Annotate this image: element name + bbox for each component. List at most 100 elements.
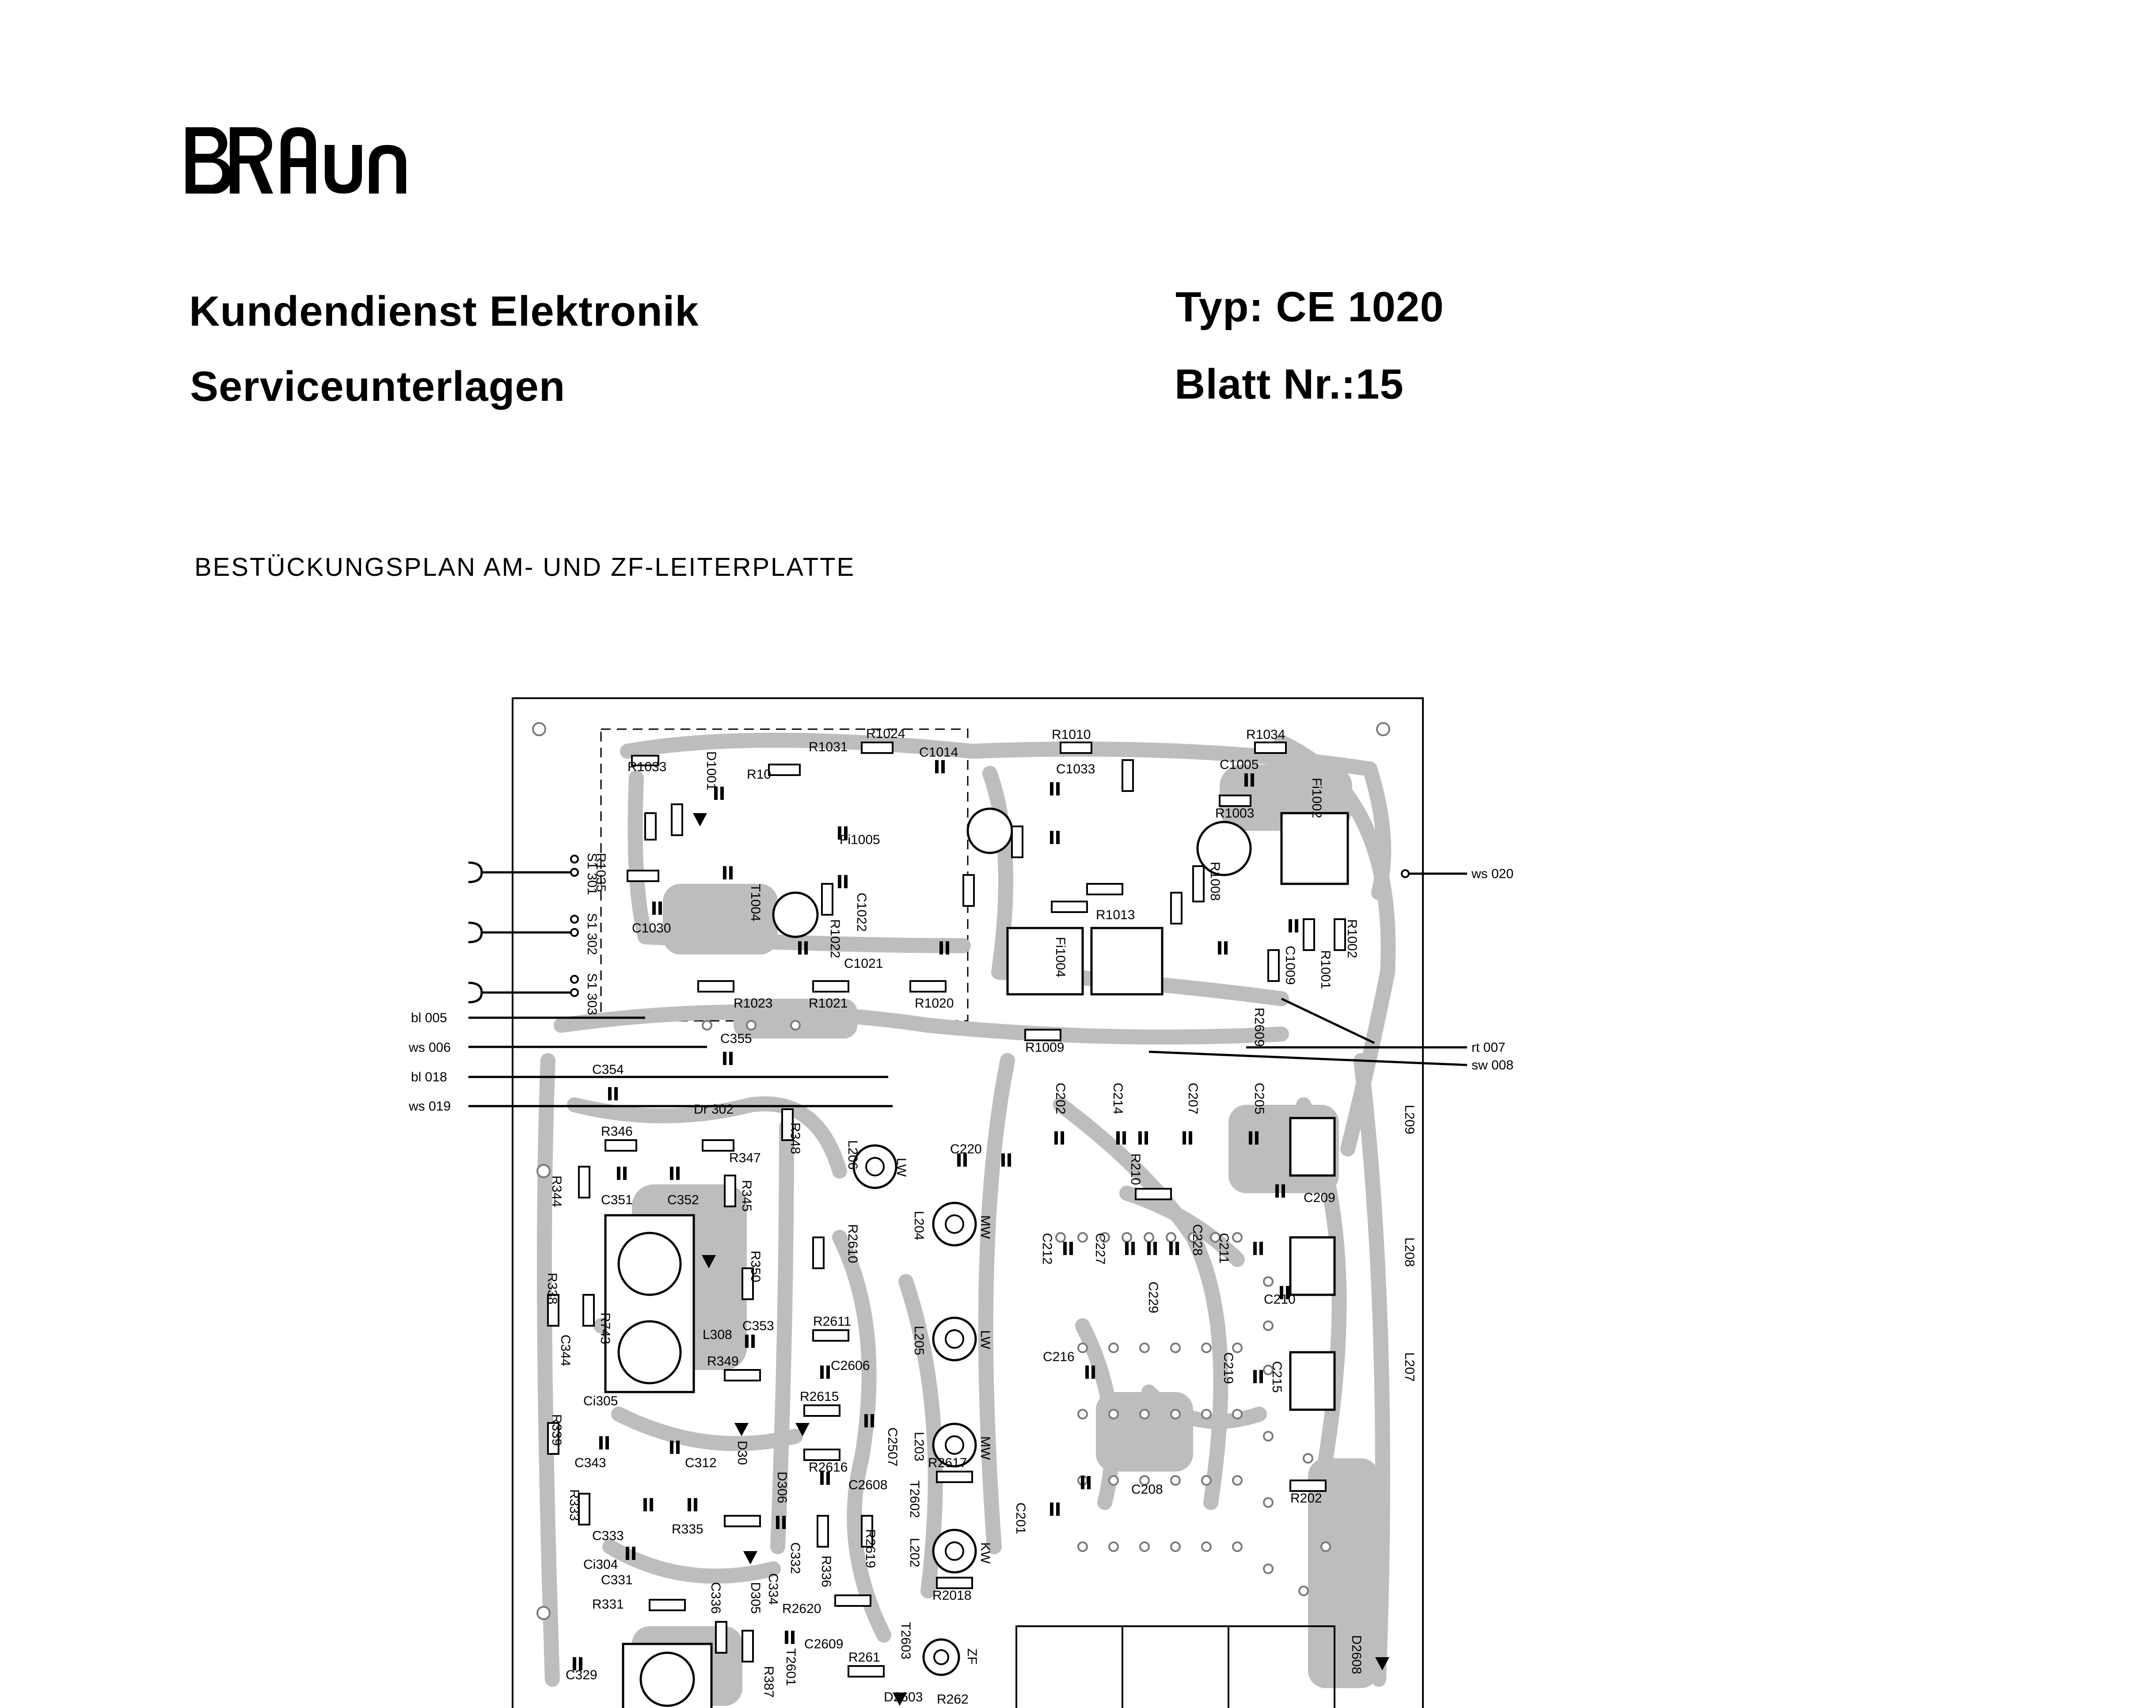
- component-label: R10: [747, 767, 771, 782]
- document-subtitle: Serviceunterlagen: [190, 363, 566, 410]
- component-label: R338: [545, 1273, 559, 1305]
- component-label: R2616: [809, 1460, 848, 1475]
- component-label: R336: [819, 1556, 833, 1587]
- switch-label: S1 301: [585, 853, 599, 895]
- component-label: R350: [748, 1251, 763, 1282]
- component-label: C201: [1013, 1503, 1028, 1534]
- component-label: C2609: [804, 1637, 843, 1651]
- component-label: D1001: [704, 751, 719, 790]
- component-label: R333: [567, 1489, 582, 1521]
- component-label: C1014: [919, 745, 958, 760]
- department-title: Kundendienst Elektronik: [189, 288, 699, 335]
- component-label: R2615: [800, 1389, 839, 1404]
- component-label: T1004: [748, 884, 763, 921]
- component-label: R210: [1128, 1153, 1143, 1185]
- component-label: C355: [720, 1031, 752, 1046]
- component-label: R1002: [1345, 919, 1359, 958]
- component-label: C202: [1053, 1083, 1068, 1115]
- component-label: C1009: [1283, 946, 1297, 985]
- component-label: L204: [912, 1211, 926, 1240]
- component-label: R1008: [1208, 862, 1222, 901]
- component-label: C1021: [844, 956, 883, 971]
- component-label: L202: [907, 1538, 922, 1567]
- component-label: C329: [566, 1668, 597, 1682]
- component-label: R1010: [1052, 727, 1091, 742]
- component-label: R344: [549, 1175, 564, 1207]
- component-label: R1021: [809, 996, 848, 1011]
- component-label: C351: [601, 1193, 633, 1207]
- component-label: C214: [1110, 1083, 1125, 1115]
- component-label: R2611: [813, 1314, 851, 1329]
- connector-pins: [570, 855, 1410, 997]
- component-label: R743: [598, 1312, 612, 1344]
- plan-title: BESTÜCKUNGSPLAN AM- UND ZF-LEITERPLATTE: [194, 553, 856, 582]
- component-label: C336: [708, 1582, 723, 1614]
- component-label: C344: [558, 1335, 573, 1366]
- diodes: [693, 813, 1389, 1706]
- component-label: D305: [748, 1582, 763, 1614]
- component-label: R1024: [866, 727, 905, 741]
- component-label: C331: [601, 1573, 633, 1587]
- component-label: R1023: [734, 996, 772, 1011]
- component-label: C334: [766, 1573, 780, 1605]
- component-label: R1034: [1246, 727, 1285, 742]
- component-label: C219: [1221, 1352, 1236, 1384]
- component-label: D30: [735, 1441, 749, 1465]
- component-label: C228: [1190, 1224, 1205, 1256]
- component-label: R1020: [915, 996, 954, 1011]
- wire-label-bl018: bl 018: [411, 1070, 447, 1084]
- component-label: C212: [1040, 1233, 1054, 1265]
- component-label: R2610: [845, 1224, 860, 1263]
- component-label: C333: [592, 1529, 624, 1543]
- capacitors: [573, 760, 1298, 1670]
- component-label: C332: [788, 1542, 802, 1574]
- component-label: C227: [1093, 1233, 1107, 1265]
- component-label: C229: [1146, 1282, 1160, 1313]
- component-label: L205: [912, 1326, 926, 1355]
- component-label: R347: [729, 1151, 761, 1165]
- component-label: L203: [912, 1432, 926, 1461]
- component-label: C1030: [632, 921, 671, 936]
- sheet-number: Blatt Nr.:15: [1175, 361, 1404, 408]
- wire-label-ws020: ws 020: [1471, 867, 1513, 881]
- wire-label-bl005: bl 005: [411, 1011, 447, 1025]
- component-label: C312: [685, 1456, 717, 1470]
- component-label: C352: [667, 1193, 699, 1207]
- component-label: C353: [742, 1319, 774, 1333]
- coil-label: LW: [978, 1330, 992, 1349]
- component-label: R331: [592, 1597, 624, 1612]
- component-label: R262: [937, 1692, 969, 1707]
- component-label: R1003: [1215, 806, 1254, 821]
- wire-label-rt007: rt 007: [1472, 1040, 1506, 1055]
- component-label: R346: [601, 1124, 633, 1139]
- type-label: Typ: CE 1020: [1175, 283, 1444, 331]
- component-label: L207: [1402, 1352, 1417, 1382]
- component-label: C207: [1186, 1083, 1200, 1115]
- component-label: C209: [1304, 1191, 1335, 1205]
- connector-wiring: [468, 861, 1468, 1107]
- component-label: C211: [1217, 1233, 1231, 1264]
- component-label: R1001: [1318, 950, 1333, 989]
- component-label: D2603: [884, 1690, 923, 1704]
- component-label: Ci305: [583, 1394, 618, 1408]
- component-label: R348: [788, 1122, 802, 1154]
- component-label: R2620: [782, 1601, 821, 1616]
- component-label: C220: [950, 1142, 982, 1156]
- component-label: T2601: [783, 1648, 798, 1686]
- coil-label: MW: [978, 1215, 992, 1239]
- component-label: C1033: [1056, 762, 1095, 776]
- lower-shield: [1015, 1625, 1335, 1708]
- component-label: L308: [703, 1328, 732, 1342]
- resistors: [547, 742, 1346, 1678]
- component-label: L206: [845, 1140, 860, 1170]
- coils: [852, 1144, 977, 1676]
- component-label: C343: [574, 1456, 606, 1470]
- component-label: C215: [1270, 1361, 1284, 1393]
- component-label: Dr 302: [694, 1102, 734, 1117]
- component-label: Ci304: [583, 1557, 618, 1572]
- component-label: R1035: [593, 853, 608, 892]
- copper-traces: [537, 733, 1396, 1687]
- component-label: T2603: [898, 1622, 913, 1659]
- coil-label: ZF: [965, 1648, 979, 1665]
- component-label: Fi1005: [840, 833, 880, 847]
